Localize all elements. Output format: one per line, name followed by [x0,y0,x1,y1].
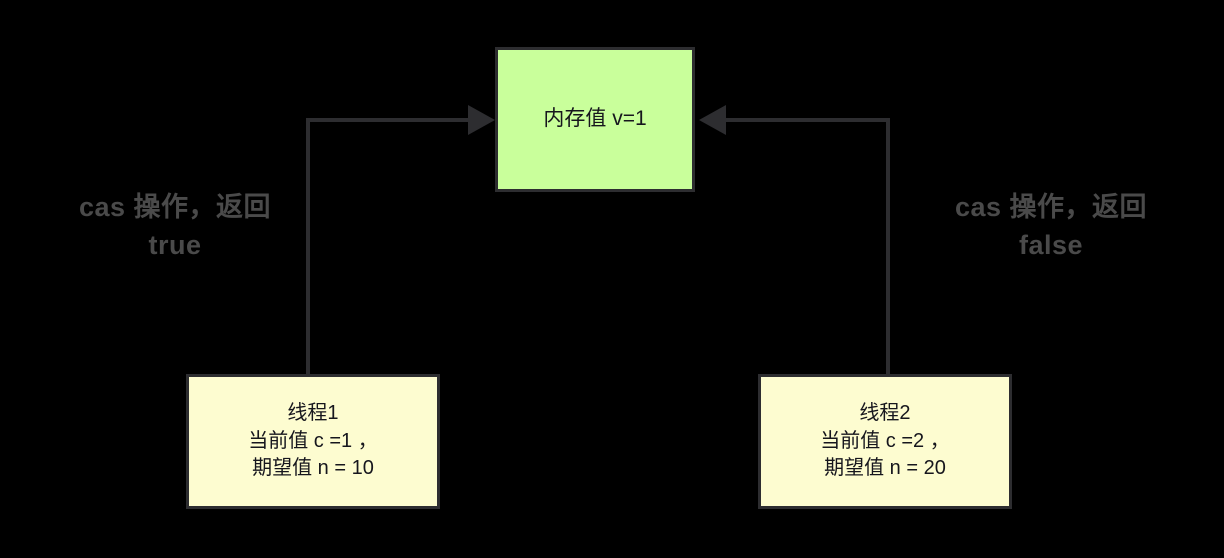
arrowhead-right-icon [468,105,495,135]
node-thread-2-label: 线程2 当前值 c =2 ， 期望值 n = 20 [820,402,950,480]
node-thread-1[interactable]: 线程1 当前值 c =1 ， 期望值 n = 10 [186,374,440,509]
node-memory-value[interactable]: 内存值 v=1 [495,47,695,192]
edge-thread2-to-memory [699,105,890,376]
edge-thread1-to-memory [306,105,495,376]
edge-label-cas-true: cas 操作，返回 true [78,192,272,261]
node-thread-1-label: 线程1 当前值 c =1 ， 期望值 n = 10 [248,402,378,480]
edge-label-cas-false: cas 操作，返回 false [954,192,1148,261]
arrowhead-left-icon [699,105,726,135]
node-memory-value-label: 内存值 v=1 [543,107,647,131]
node-thread-2[interactable]: 线程2 当前值 c =2 ， 期望值 n = 20 [758,374,1012,509]
